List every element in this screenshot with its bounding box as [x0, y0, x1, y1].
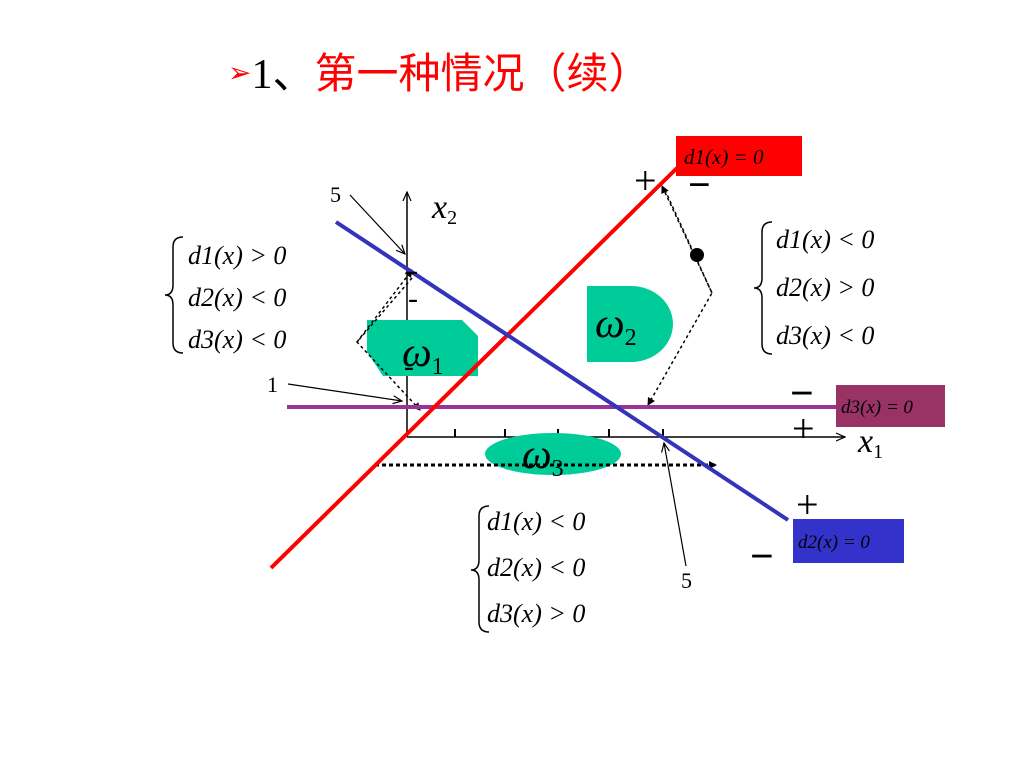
minus-mark-1: -: [408, 254, 418, 287]
d2-plus: +: [796, 482, 819, 527]
five-bottom-pointer: [664, 443, 687, 567]
line-d2: [334, 220, 790, 522]
svg-text:d3(x) < 0: d3(x) < 0: [776, 321, 874, 350]
region-omega2-shape: [587, 286, 673, 362]
svg-text:d3(x) > 0: d3(x) > 0: [487, 599, 585, 628]
conditions-omega2: d1(x) < 0 d2(x) > 0 d3(x) < 0: [753, 221, 874, 355]
brace-omega1: [164, 236, 184, 354]
one-pointer: [287, 383, 402, 401]
d3-plus: +: [792, 406, 815, 451]
d2-label: d2(x) = 0: [798, 532, 870, 553]
region-omega1-shape: [367, 320, 478, 376]
region-omega3-label: ω3: [522, 432, 564, 482]
annotation-one: 1: [267, 372, 278, 397]
brace-omega3: [470, 505, 490, 633]
annotation-five-bottom: 5: [681, 568, 692, 593]
d2-label-box: [793, 519, 904, 563]
d1-label-box: [676, 136, 802, 176]
d3-label: d3(x) = 0: [841, 397, 913, 418]
svg-text:d1(x) < 0: d1(x) < 0: [487, 507, 585, 536]
omega2-dotted-arrow-up: [661, 185, 713, 294]
title-number: 1、: [251, 52, 315, 98]
region-omega1-label: ω1: [402, 330, 444, 380]
svg-text:d2(x) > 0: d2(x) > 0: [776, 273, 874, 302]
d1-label: d1(x) = 0: [684, 145, 764, 169]
minus-mark-3: -: [404, 350, 414, 383]
conditions-omega1: d1(x) > 0 d2(x) < 0 d3(x) < 0: [164, 236, 286, 354]
five-top-pointer: [349, 194, 405, 254]
y-axis-label: x2: [431, 189, 457, 229]
svg-text:d2(x) < 0: d2(x) < 0: [487, 553, 585, 582]
d3-minus: −: [790, 371, 814, 417]
arrow-bullet-icon: ➢: [228, 58, 252, 89]
svg-text:d3(x) < 0: d3(x) < 0: [188, 325, 286, 354]
d2-minus: −: [750, 534, 774, 580]
omega2-dotted-bracket: [647, 189, 713, 406]
x-axis-label: x1: [857, 423, 883, 463]
annotation-five-top: 5: [330, 182, 341, 207]
region-omega2-label: ω2: [595, 301, 637, 351]
svg-text:d1(x) > 0: d1(x) > 0: [188, 241, 286, 270]
title-text: 第一种情况（续）: [314, 49, 651, 98]
slide-title: ➢1、第一种情况（续）: [228, 48, 651, 101]
d1-plus: +: [634, 158, 657, 203]
omega2-dot: [690, 248, 704, 262]
minus-mark-2: -: [408, 282, 418, 315]
d3-label-box: [836, 385, 945, 427]
svg-text:d2(x) < 0: d2(x) < 0: [188, 283, 286, 312]
conditions-omega3: d1(x) < 0 d2(x) < 0 d3(x) > 0: [470, 505, 585, 633]
svg-text:d1(x) < 0: d1(x) < 0: [776, 225, 874, 254]
brace-omega2: [753, 221, 773, 355]
line-d1: [269, 166, 679, 570]
